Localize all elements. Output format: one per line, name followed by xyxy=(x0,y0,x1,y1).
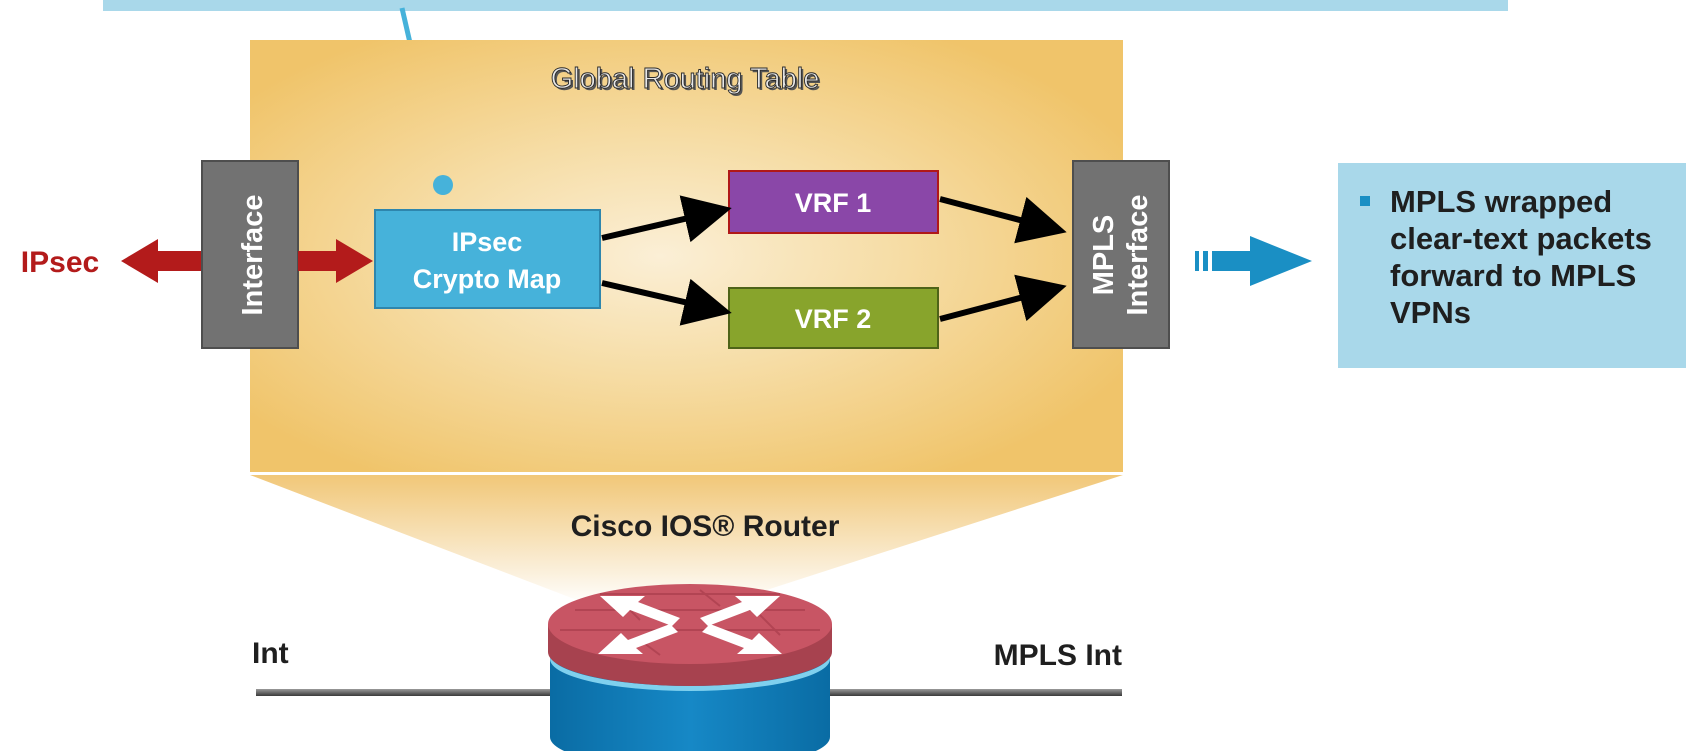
crypto-map-label-line2: Crypto Map xyxy=(413,264,562,294)
ipsec-bidirectional-arrow-icon xyxy=(121,239,203,283)
vrf2-to-mpls-arrow xyxy=(939,274,1067,322)
crypto-map-label-line1: IPsec xyxy=(452,227,523,257)
mpls-callout-box: MPLS wrapped clear-text packets forward … xyxy=(1338,163,1686,368)
global-routing-table-title-fg: Global Routing Table xyxy=(551,63,820,95)
interface-to-crypto-arrow-icon xyxy=(298,239,373,283)
left-interface-label: Interface xyxy=(237,195,269,316)
crypto-to-vrf2-arrow xyxy=(601,278,732,326)
ipsec-label: IPsec xyxy=(21,246,99,279)
mpls-interface-box xyxy=(1072,160,1170,349)
global-routing-table-title: Global Routing Table xyxy=(553,65,822,97)
mpls-int-link-label: MPLS Int xyxy=(994,639,1122,672)
router-title: Cisco IOS® Router xyxy=(571,510,840,543)
mpls-int-link-line xyxy=(822,689,1122,696)
mpls-interface-label-line2: Interface xyxy=(1122,195,1154,316)
int-link-line xyxy=(256,689,558,696)
left-interface-box xyxy=(201,160,299,349)
vrf-2-box xyxy=(728,287,939,349)
mpls-interface-label-line1: MPLS xyxy=(1088,215,1120,296)
vrf1-to-mpls-arrow xyxy=(939,196,1067,244)
router-icon xyxy=(548,584,832,751)
int-link-label: Int xyxy=(252,637,289,670)
crypto-to-vrf1-arrow xyxy=(601,195,732,243)
bullet-icon xyxy=(1360,196,1370,206)
vrf-2-label: VRF 2 xyxy=(795,304,872,334)
mpls-callout-text: MPLS wrapped clear-text packets forward … xyxy=(1390,184,1652,330)
router-zoom-projection xyxy=(250,475,1123,605)
vrf-1-box xyxy=(728,170,939,234)
ipsec-crypto-map-box xyxy=(374,209,601,309)
outbound-arrow-icon xyxy=(1195,236,1312,286)
vrf-1-label: VRF 1 xyxy=(795,188,872,218)
top-callout-bar xyxy=(103,0,1508,11)
callout-anchor-dot xyxy=(433,175,453,195)
